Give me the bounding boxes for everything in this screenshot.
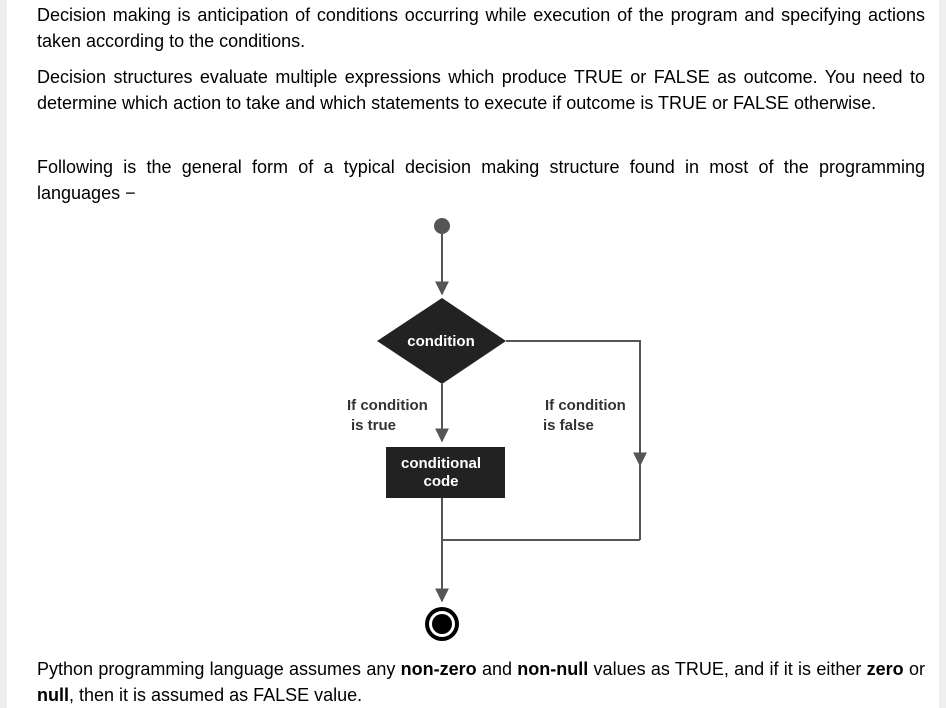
p4-text-5: , then it is assumed as FALSE value. xyxy=(69,685,363,705)
start-node xyxy=(434,218,450,234)
intro-paragraph: Decision making is anticipation of condi… xyxy=(37,5,925,51)
zero-term: zero xyxy=(866,659,904,679)
false-branch-line xyxy=(506,340,647,467)
conditional-code-box xyxy=(386,447,505,498)
non-zero-term: non-zero xyxy=(400,659,477,679)
decision-structures-paragraph: Decision structures evaluate multiple ex… xyxy=(37,67,925,113)
process-label-line1: conditional xyxy=(401,455,481,472)
false-label-line2: is false xyxy=(543,417,594,434)
decision-label: condition xyxy=(407,333,475,350)
p4-text-2: and xyxy=(476,659,518,679)
false-label-line1: If condition xyxy=(545,397,626,414)
p4-text-4: or xyxy=(903,659,925,679)
null-term: null xyxy=(37,685,69,705)
python-truth-paragraph: Python programming language assumes any … xyxy=(37,656,925,708)
p4-text-1: Python programming language assumes any xyxy=(37,659,401,679)
true-label-line1: If condition xyxy=(347,397,428,414)
process-label-line2: code xyxy=(423,473,458,490)
decision-flowchart: condition If condition is true If condit… xyxy=(347,218,647,641)
p4-text-3: values as TRUE, and if it is either xyxy=(588,659,867,679)
general-form-paragraph: Following is the general form of a typic… xyxy=(37,157,925,203)
non-null-term: non-null xyxy=(517,659,589,679)
end-node-inner xyxy=(432,614,452,634)
decision-diamond xyxy=(377,298,506,384)
true-label-line2: is true xyxy=(351,417,396,434)
